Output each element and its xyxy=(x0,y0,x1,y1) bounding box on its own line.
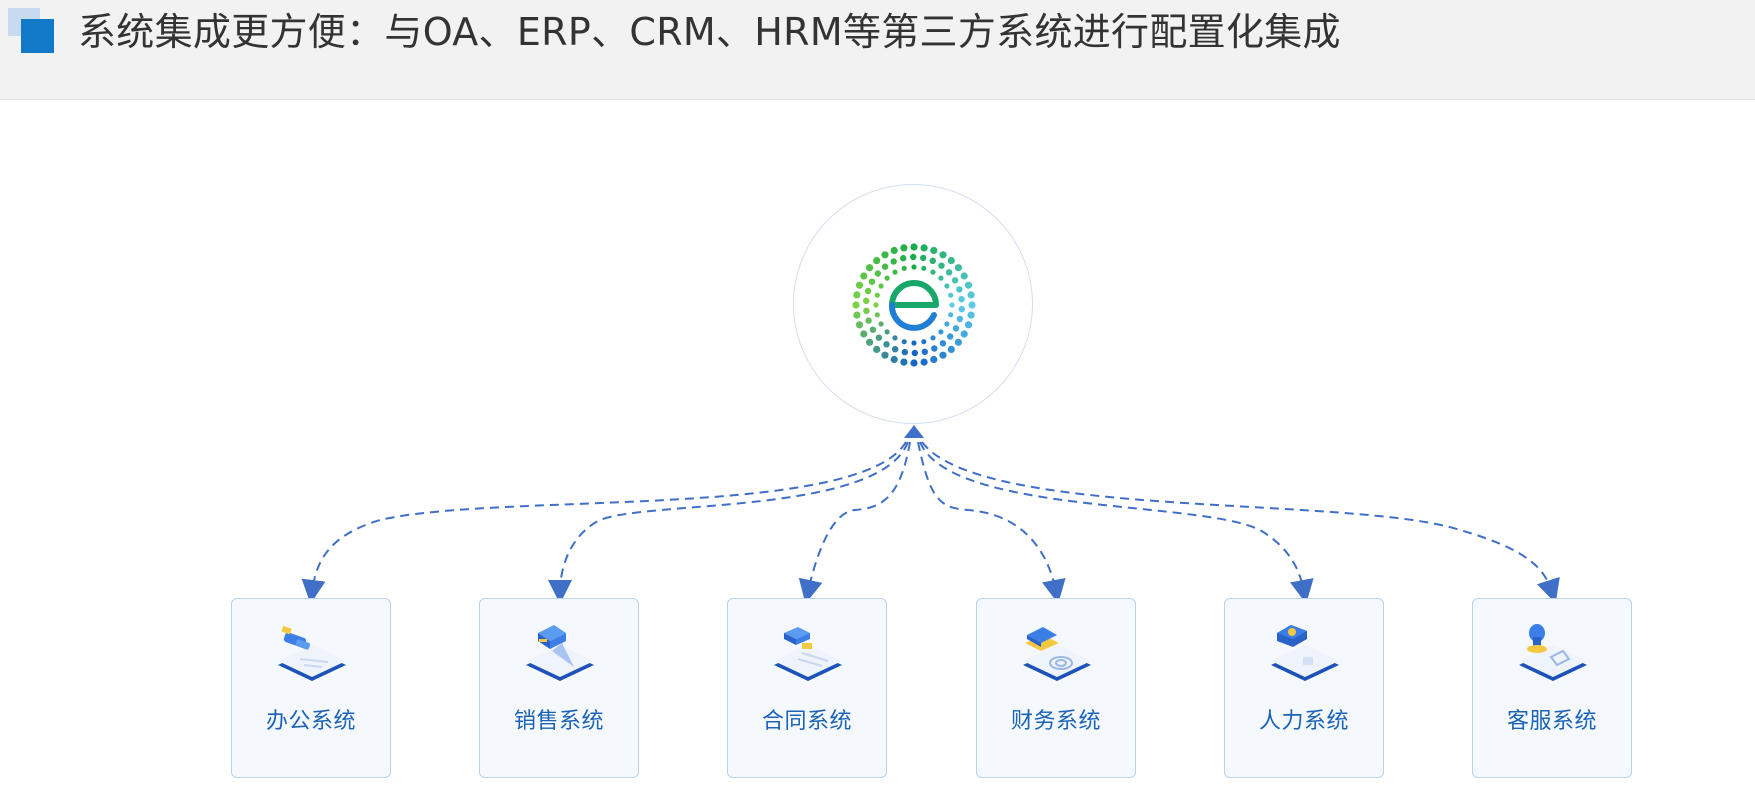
system-label: 财务系统 xyxy=(1010,709,1101,734)
connector-arrow xyxy=(917,441,1066,604)
e-logo-icon xyxy=(852,243,976,367)
system-label: 人力系统 xyxy=(1258,709,1349,734)
connector-arrow xyxy=(919,441,1314,604)
system-label: 合同系统 xyxy=(761,709,852,734)
system-card-sales[interactable]: 销售系统 xyxy=(479,598,639,778)
finance-icon xyxy=(1023,627,1091,681)
page-title: 系统集成更方便：与OA、ERP、CRM、HRM等第三方系统进行配置化集成 xyxy=(78,10,1341,54)
header-bar: 系统集成更方便：与OA、ERP、CRM、HRM等第三方系统进行配置化集成 xyxy=(0,0,1755,100)
system-label: 客服系统 xyxy=(1506,709,1597,734)
system-card-finance[interactable]: 财务系统 xyxy=(976,598,1136,778)
hub-circle xyxy=(793,184,1033,424)
system-label: 办公系统 xyxy=(265,709,356,734)
contract-icon xyxy=(774,627,842,681)
office-icon xyxy=(278,626,346,681)
hr-icon xyxy=(1271,625,1339,681)
system-card-hr[interactable]: 人力系统 xyxy=(1224,598,1384,778)
connector-arrow xyxy=(301,441,907,604)
system-card-office[interactable]: 办公系统 xyxy=(231,598,391,778)
sales-icon xyxy=(526,625,594,681)
connector-arrow xyxy=(798,441,911,604)
title-square-icon xyxy=(8,8,56,54)
connector-arrow xyxy=(548,441,909,604)
system-card-contract[interactable]: 合同系统 xyxy=(727,598,887,778)
system-card-customer-service[interactable]: 客服系统 xyxy=(1472,598,1632,778)
connector-arrow xyxy=(921,441,1560,604)
system-label: 销售系统 xyxy=(513,709,604,734)
customer-service-icon xyxy=(1519,624,1587,681)
